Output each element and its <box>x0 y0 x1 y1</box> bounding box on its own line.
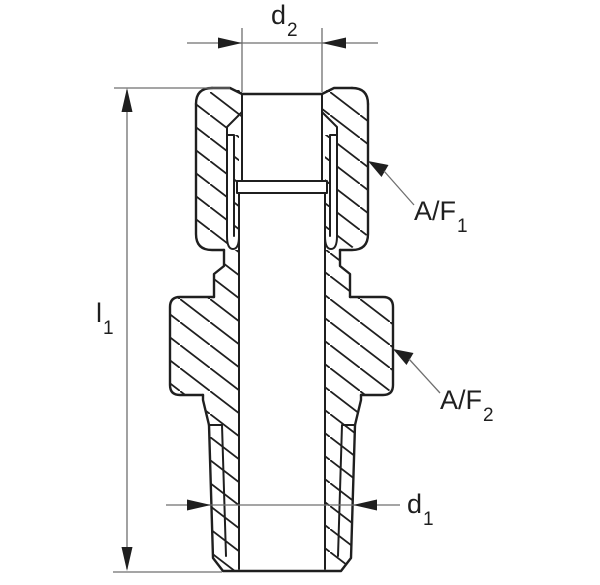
part-outline <box>168 86 395 573</box>
internal-bore-and-ferrule <box>226 93 338 570</box>
d1-arrow-left <box>187 499 211 511</box>
leader-af2 <box>393 349 441 394</box>
dimension-d2 <box>187 28 378 92</box>
d1-arrow-right <box>353 499 377 511</box>
section-hatching <box>170 90 393 570</box>
leader-af1 <box>368 161 415 206</box>
label-d1: d1 <box>407 489 434 531</box>
label-af1: A/F1 <box>414 196 468 238</box>
label-af2: A/F2 <box>440 385 494 427</box>
label-d2: d2 <box>271 0 298 42</box>
d2-arrow-right <box>322 37 346 49</box>
af1-arrow <box>368 161 389 177</box>
d2-arrow-left <box>218 37 242 49</box>
label-l1: l1 <box>96 298 114 340</box>
l1-arrow-up <box>121 88 133 112</box>
l1-arrow-down <box>121 547 133 571</box>
af2-arrow <box>393 349 414 365</box>
dimension-d1 <box>166 499 400 511</box>
dimension-l1 <box>113 87 230 573</box>
